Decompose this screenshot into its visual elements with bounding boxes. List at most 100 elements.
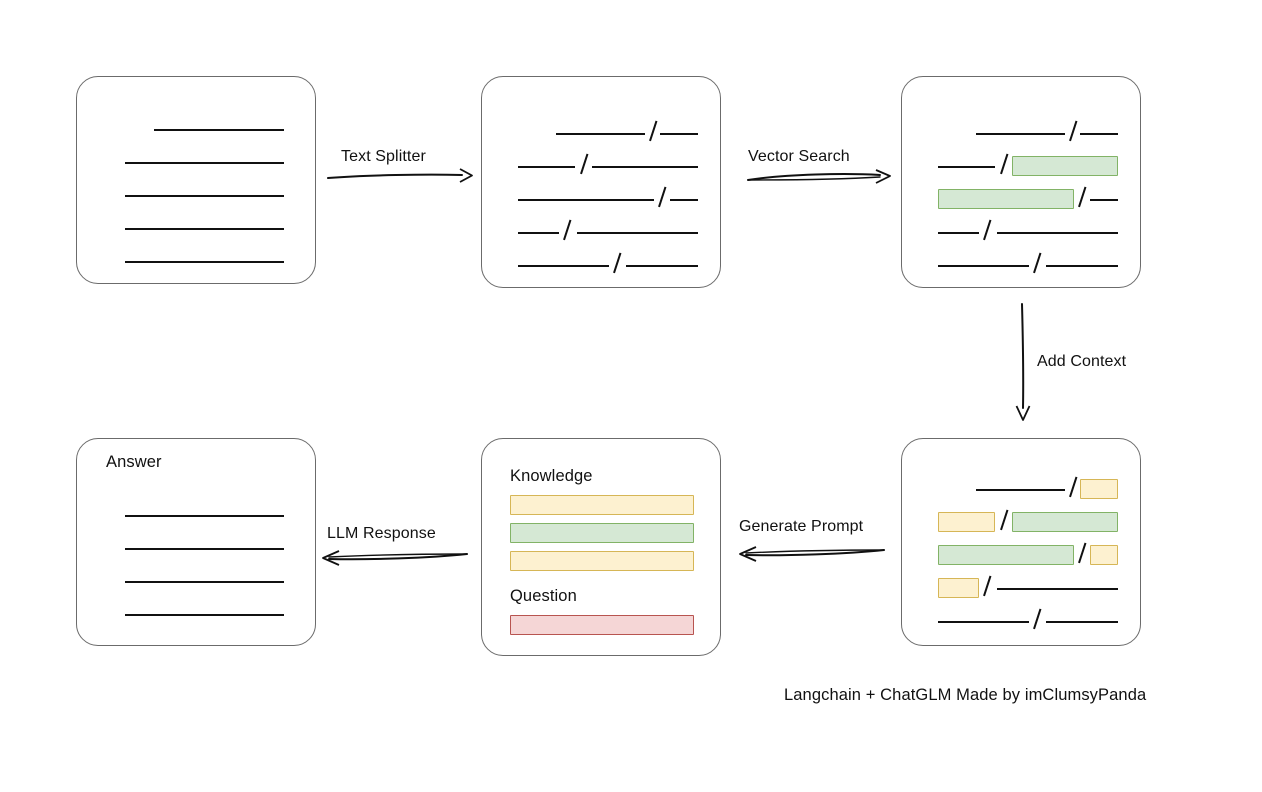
question-heading: Question bbox=[510, 587, 577, 605]
slash-separator bbox=[1000, 509, 1010, 531]
highlight-green-segment bbox=[1011, 512, 1119, 532]
node-prompt[interactable]: Knowledge Question bbox=[481, 438, 721, 656]
arrow-add-context bbox=[1015, 303, 1031, 421]
slash-separator bbox=[1032, 608, 1042, 630]
text-line bbox=[77, 210, 315, 232]
rule-segment bbox=[125, 261, 284, 263]
rule-segment bbox=[517, 232, 560, 234]
rule-segment bbox=[1045, 265, 1119, 267]
prompt-bar-yellow bbox=[510, 551, 694, 571]
text-line bbox=[77, 177, 315, 199]
slash-separator bbox=[1032, 252, 1042, 274]
diagram-caption: Langchain + ChatGLM Made by imClumsyPand… bbox=[784, 686, 1147, 704]
text-line bbox=[902, 537, 1140, 565]
text-line bbox=[902, 504, 1140, 532]
rule-segment bbox=[125, 515, 284, 517]
text-line bbox=[77, 111, 315, 133]
text-line bbox=[482, 247, 720, 274]
node-source-document[interactable] bbox=[76, 76, 316, 284]
slash-separator bbox=[983, 219, 992, 241]
slash-separator bbox=[658, 186, 667, 208]
knowledge-heading: Knowledge bbox=[510, 467, 593, 485]
text-line bbox=[902, 603, 1140, 630]
arrow-text-splitter bbox=[327, 168, 473, 183]
slash-separator bbox=[1068, 476, 1078, 498]
highlight-yellow-segment bbox=[1080, 479, 1119, 499]
highlight-green-segment bbox=[937, 545, 1075, 565]
highlight-yellow-segment bbox=[937, 578, 980, 598]
slash-separator bbox=[1078, 186, 1087, 208]
answer-heading: Answer bbox=[106, 453, 162, 471]
node-answer[interactable]: Answer bbox=[76, 438, 316, 646]
rule-segment bbox=[125, 162, 284, 164]
slash-separator bbox=[612, 252, 622, 274]
text-line bbox=[482, 214, 720, 241]
rule-segment bbox=[937, 166, 995, 168]
node-vector-matched-document[interactable] bbox=[901, 76, 1141, 288]
text-line bbox=[77, 497, 315, 519]
rule-segment bbox=[517, 265, 609, 267]
prompt-bar-green bbox=[510, 523, 694, 543]
rule-segment bbox=[517, 166, 575, 168]
text-line bbox=[902, 181, 1140, 209]
rule-segment bbox=[937, 232, 980, 234]
slash-separator bbox=[1000, 153, 1010, 175]
prompt-bar-red bbox=[510, 615, 694, 635]
highlight-green-segment bbox=[937, 189, 1075, 209]
arrow-vector-search bbox=[747, 169, 891, 184]
text-line bbox=[902, 570, 1140, 598]
rule-segment bbox=[591, 166, 699, 168]
rule-segment bbox=[1080, 133, 1119, 135]
text-line bbox=[77, 596, 315, 618]
text-line bbox=[902, 115, 1140, 142]
slash-separator bbox=[1078, 542, 1087, 564]
rule-segment bbox=[660, 133, 699, 135]
text-line bbox=[77, 144, 315, 166]
text-line bbox=[482, 115, 720, 142]
text-line bbox=[482, 181, 720, 208]
rule-segment bbox=[996, 588, 1119, 590]
rule-segment bbox=[125, 581, 284, 583]
node-split-document[interactable] bbox=[481, 76, 721, 288]
edge-label-add-context: Add Context bbox=[1037, 353, 1127, 370]
edge-label-generate-prompt: Generate Prompt bbox=[739, 518, 864, 535]
highlight-yellow-segment bbox=[937, 512, 995, 532]
text-line bbox=[77, 563, 315, 585]
rule-segment bbox=[1089, 199, 1119, 201]
rule-segment bbox=[625, 265, 699, 267]
rule-segment bbox=[517, 199, 655, 201]
rule-segment bbox=[125, 195, 284, 197]
rule-segment bbox=[125, 614, 284, 616]
text-line bbox=[902, 471, 1140, 499]
arrow-llm-response bbox=[322, 550, 468, 566]
node-context-document[interactable] bbox=[901, 438, 1141, 646]
highlight-green-segment bbox=[1011, 156, 1119, 176]
highlight-yellow-segment bbox=[1089, 545, 1119, 565]
rule-segment bbox=[937, 265, 1029, 267]
text-line bbox=[77, 530, 315, 552]
text-line bbox=[77, 243, 315, 265]
rule-segment bbox=[996, 232, 1119, 234]
arrow-generate-prompt bbox=[739, 546, 885, 562]
rule-segment bbox=[154, 129, 284, 131]
edge-label-text-splitter: Text Splitter bbox=[341, 148, 426, 165]
slash-separator bbox=[648, 120, 658, 142]
slash-separator bbox=[580, 153, 590, 175]
slash-separator bbox=[983, 575, 992, 597]
rule-segment bbox=[975, 133, 1065, 135]
rule-segment bbox=[576, 232, 699, 234]
edge-label-vector-search: Vector Search bbox=[748, 148, 850, 165]
rule-segment bbox=[975, 489, 1065, 491]
slash-separator bbox=[1068, 120, 1078, 142]
rule-segment bbox=[937, 621, 1029, 623]
rule-segment bbox=[125, 548, 284, 550]
rule-segment bbox=[1045, 621, 1119, 623]
text-line bbox=[482, 148, 720, 175]
slash-separator bbox=[563, 219, 572, 241]
rule-segment bbox=[555, 133, 645, 135]
text-line bbox=[902, 214, 1140, 241]
edge-label-llm-response: LLM Response bbox=[327, 525, 436, 542]
text-line bbox=[902, 247, 1140, 274]
prompt-bar-yellow bbox=[510, 495, 694, 515]
